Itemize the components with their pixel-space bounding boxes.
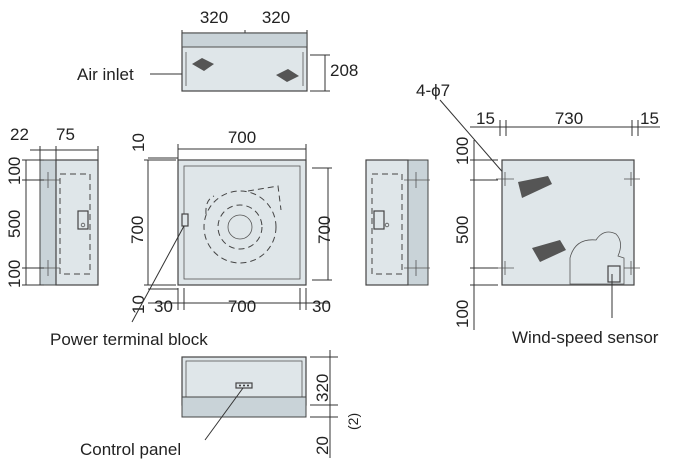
mounting-holes-label: 4-ϕ7 [416, 81, 450, 100]
power-terminal-block [181, 213, 189, 227]
air-inlet-grille-right [276, 69, 299, 82]
front-right-margin-label: 30 [312, 297, 331, 316]
right-side-flange [407, 159, 429, 286]
bottom-height-320-label: 320 [313, 374, 332, 402]
side-view-door-handle [77, 210, 89, 230]
side-dim-100-bottom: 100 [5, 260, 24, 288]
bottom-view: Control panel 320 (2) 20 [80, 350, 361, 459]
bottom-dim-20-label: 20 [313, 436, 332, 455]
rear-dim-500: 500 [453, 216, 472, 244]
rear-dim-100-bottom: 100 [453, 300, 472, 328]
control-panel-label: Control panel [80, 440, 181, 459]
power-terminal-block-label: Power terminal block [50, 330, 208, 349]
bottom-note-2-label: (2) [345, 413, 361, 430]
top-depth-label: 208 [330, 61, 358, 80]
front-left-margin-label: 30 [154, 297, 173, 316]
right-side-door-handle [373, 210, 385, 230]
front-width-top-label: 700 [228, 128, 256, 147]
front-bottom-width-label: 700 [228, 297, 256, 316]
wind-speed-sensor-body [569, 231, 625, 285]
rear-view: 4-ϕ7 15 730 15 Wind-speed sensor [416, 81, 660, 347]
side-dim-100-top: 100 [5, 157, 24, 185]
front-top-offset-label: 10 [129, 133, 148, 152]
front-height-right-label: 700 [315, 216, 334, 244]
rear-dim-100-top: 100 [453, 137, 472, 165]
rear-left-15-label: 15 [476, 109, 495, 128]
side-view-body [55, 159, 99, 286]
fan-housing [203, 190, 277, 264]
rear-width-730-label: 730 [555, 109, 583, 128]
top-width-right-label: 320 [262, 8, 290, 27]
front-height-left-label: 700 [128, 216, 147, 244]
air-inlet-grille-left [192, 58, 214, 71]
front-bottom-offset-label: 10 [129, 295, 148, 314]
right-side-view [365, 159, 430, 286]
side-dim-500: 500 [5, 210, 24, 238]
wind-speed-sensor-box [607, 265, 621, 283]
air-inlet-label: Air inlet [77, 65, 134, 84]
wind-speed-sensor-label: Wind-speed sensor [512, 328, 659, 347]
front-view: 700 10 700 700 10 30 700 30 [50, 128, 334, 349]
top-width-left-label: 320 [200, 8, 228, 27]
left-side-view: 22 75 100 500 100 [5, 125, 99, 288]
side-dim-75: 75 [56, 125, 75, 144]
side-dim-22: 22 [10, 125, 29, 144]
top-view: 320 320 Air inlet 208 [77, 8, 358, 92]
rear-grille-bottom [532, 240, 566, 262]
rear-grille-top [518, 176, 552, 198]
front-view-body [177, 159, 307, 286]
rear-right-15-label: 15 [640, 109, 659, 128]
